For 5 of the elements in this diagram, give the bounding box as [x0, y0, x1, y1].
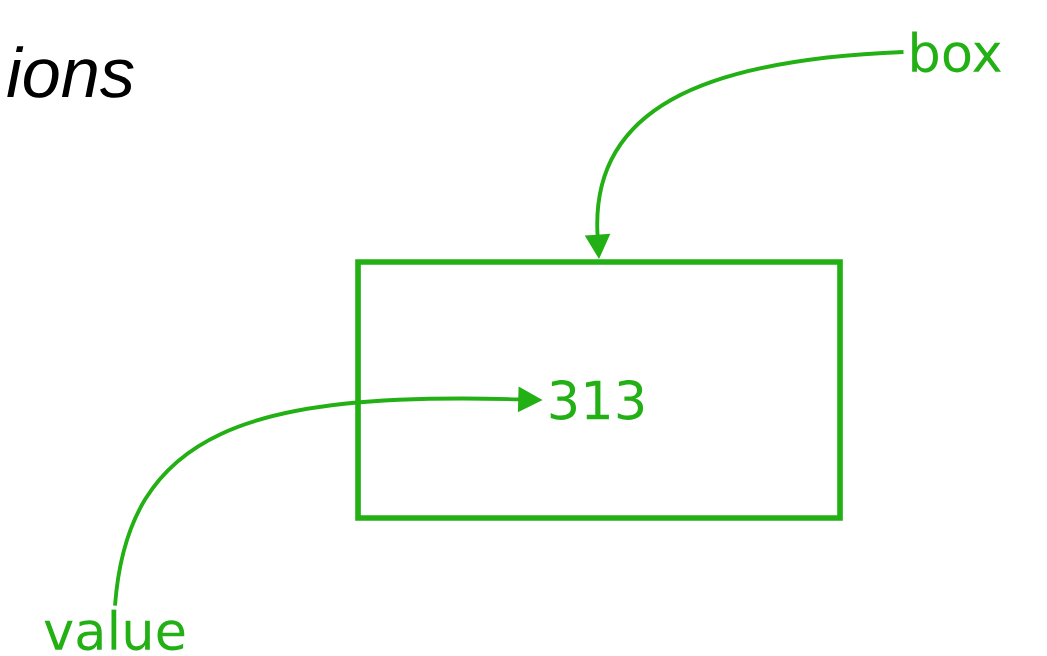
annotation-text: value — [44, 609, 185, 651]
annotation-text: box — [912, 31, 1001, 73]
title-text: ions — [7, 46, 134, 98]
rectangle-box — [355, 259, 843, 521]
value-text: 313 — [550, 380, 644, 420]
